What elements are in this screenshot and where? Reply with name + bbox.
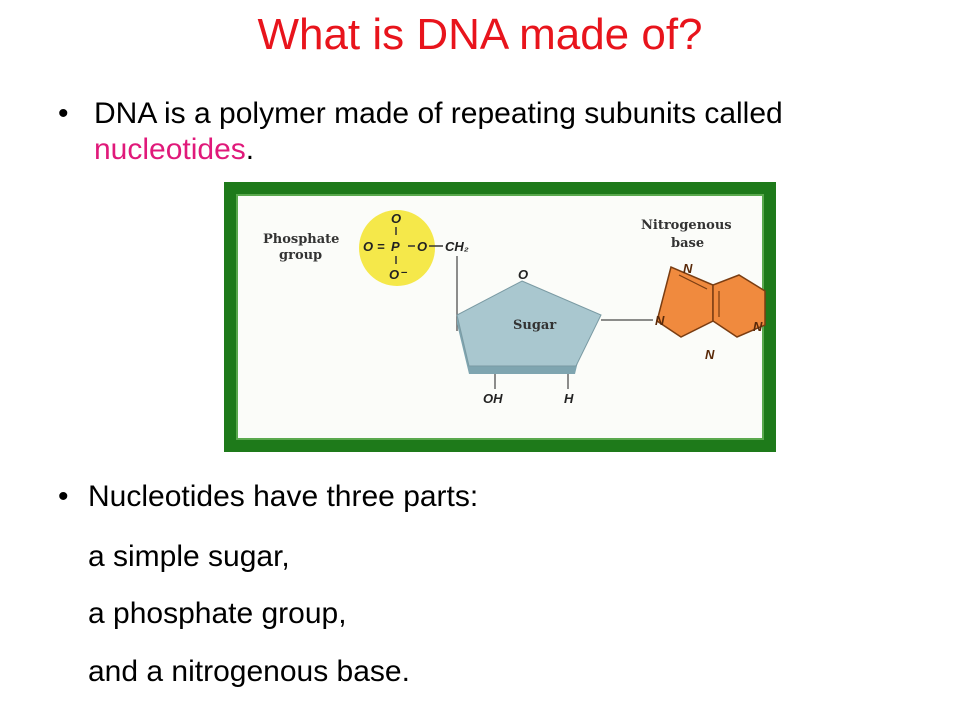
sugar-pentagon (456, 280, 602, 367)
atom-o-minus: O⁻ (389, 267, 408, 282)
base-double-bond-2 (678, 274, 708, 290)
bullet-text-end: . (245, 133, 255, 166)
atom-o-top: O (391, 211, 401, 226)
atom-o-eq: O (363, 239, 373, 254)
bullet-dot: • (58, 480, 69, 513)
bullet-text-main: DNA is a polymer made of repeating subun… (94, 97, 783, 130)
base-label-line1: Nitrogenous (641, 218, 732, 233)
slide-title: What is DNA made of? (257, 10, 703, 59)
bullet-dot: • (58, 97, 69, 130)
nucleotide-diagram: O O = P O O⁻ CH₂ O OH H N N N N Phosphat… (224, 182, 776, 452)
base-six-ring (712, 274, 766, 338)
nucleotide-svg: O O = P O O⁻ CH₂ O OH H N N N N Phosphat… (263, 210, 766, 406)
phosphate-circle (359, 210, 435, 286)
part-phosphate: a phosphate group, (88, 597, 347, 630)
atom-n2: N (655, 313, 665, 328)
nucleotides-highlight: nucleotides (94, 133, 246, 166)
sugar-label: Sugar (513, 318, 556, 333)
atom-h: H (564, 391, 574, 406)
base-label-line2: base (671, 236, 704, 251)
atom-o-right: O (417, 239, 427, 254)
atom-n4: N (753, 319, 763, 334)
atom-ring-o: O (518, 267, 528, 282)
atom-n1: N (683, 261, 693, 276)
phosphate-label-line1: Phosphate (263, 232, 339, 247)
bullet-text: DNA is a polymer made of repeating subun… (94, 96, 894, 168)
atom-oh: OH (483, 391, 503, 406)
phosphate-label-line2: group (279, 248, 322, 263)
atom-p: P (391, 239, 400, 254)
atom-equals: = (377, 239, 385, 254)
part-sugar: a simple sugar, (88, 540, 290, 573)
sugar-side (457, 316, 587, 374)
bullet-text: Nucleotides have three parts: (88, 480, 479, 513)
atom-ch2: CH₂ (445, 239, 469, 254)
part-base: and a nitrogenous base. (88, 655, 410, 688)
atom-n3: N (705, 347, 715, 362)
